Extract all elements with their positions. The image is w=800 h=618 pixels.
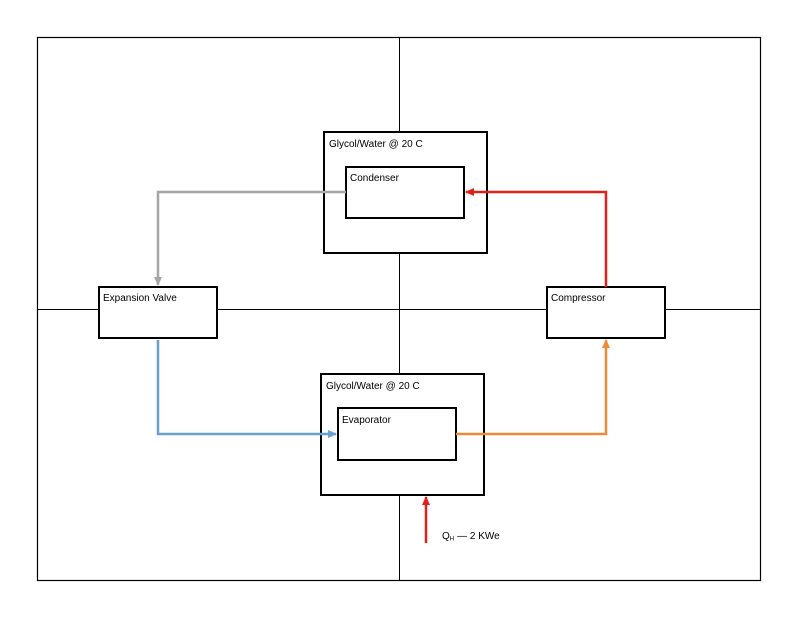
expansion-valve-label: Expansion Valve <box>103 293 177 304</box>
condenser-block: Condenser <box>345 166 465 219</box>
compressor-block: Compressor <box>546 286 666 339</box>
flow-condenser-to-expansion-valve <box>154 190 346 286</box>
evaporator-enclosure-label: Glycol/Water @ 20 C <box>326 381 420 392</box>
flow-evaporator-to-compressor <box>456 339 610 436</box>
expansion-valve-block: Expansion Valve <box>98 286 218 339</box>
heat-input-label: QH— 2 KWe <box>442 531 500 543</box>
flow-compressor-to-condenser <box>465 188 608 287</box>
condenser-enclosure-label: Glycol/Water @ 20 C <box>329 139 423 150</box>
compressor-label: Compressor <box>551 293 606 304</box>
condenser-label: Condenser <box>350 173 400 184</box>
flow-expansion-valve-to-evaporator <box>156 340 337 438</box>
evaporator-block: Evaporator <box>337 407 457 461</box>
evaporator-label: Evaporator <box>342 415 392 426</box>
